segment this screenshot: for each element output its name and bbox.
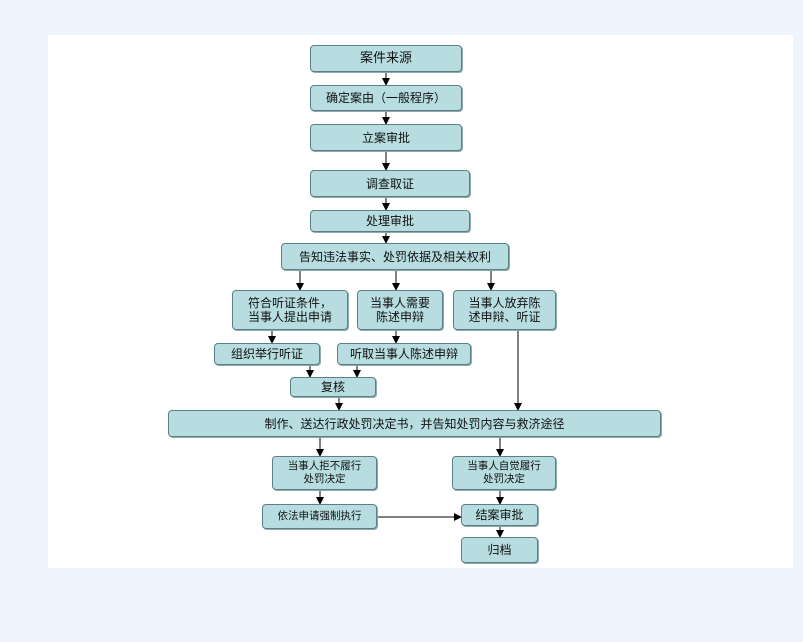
node-needs-statement: 当事人需要 陈述申辩: [357, 290, 443, 330]
node-archive: 归档: [461, 537, 538, 563]
node-hear-statement: 听取当事人陈述申辩: [337, 343, 471, 365]
node-enforcement: 依法申请强制执行: [262, 504, 377, 529]
node-confirm-case: 确定案由（一般程序）: [310, 85, 462, 111]
node-refuses: 当事人拒不履行 处罚决定: [272, 456, 377, 490]
node-investigation: 调查取证: [310, 170, 470, 197]
node-closing-approval: 结案审批: [461, 504, 538, 526]
node-voluntary: 当事人自觉履行 处罚决定: [452, 456, 556, 490]
node-handling-approval: 处理审批: [310, 210, 470, 232]
node-review: 复核: [290, 377, 376, 397]
node-notify-facts: 告知违法事实、处罚依据及相关权利: [281, 243, 509, 270]
node-issue-decision: 制作、送达行政处罚决定书，并告知处罚内容与救济途径: [168, 410, 661, 437]
node-filing-approval: 立案审批: [310, 124, 462, 151]
node-waives-statement: 当事人放弃陈 述申辩、听证: [453, 290, 556, 330]
node-hearing-conditions: 符合听证条件， 当事人提出申请: [232, 290, 348, 330]
node-organize-hearing: 组织举行听证: [214, 343, 320, 365]
node-case-source: 案件来源: [310, 45, 462, 72]
